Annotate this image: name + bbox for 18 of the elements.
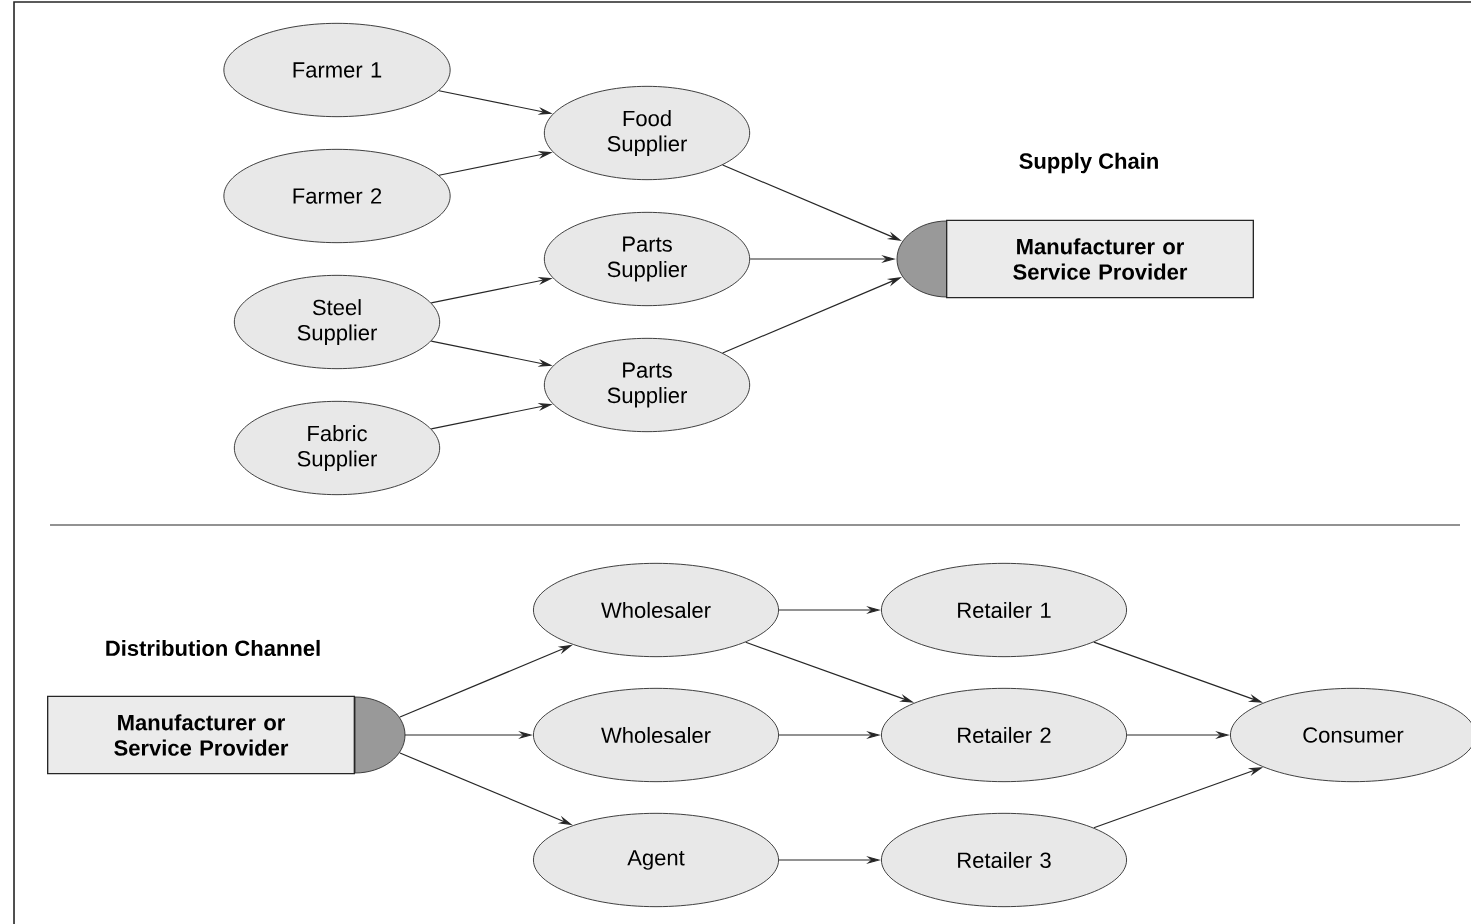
section-title: Distribution Channel [106, 639, 320, 657]
ellipse-node: Wholesaler [532, 562, 780, 658]
ellipse-node: Retailer 1 [880, 562, 1128, 658]
ellipse-node: Parts Supplier [543, 337, 751, 433]
process-box: Manufacturer or Service Provider [47, 695, 406, 775]
ellipse-node: Farmer 1 [223, 22, 451, 118]
ellipse-node: Retailer 3 [880, 812, 1128, 908]
ellipse-node: Fabric Supplier [233, 400, 441, 496]
ellipse-node: Retailer 2 [880, 687, 1128, 783]
ellipse-node: Food Supplier [543, 85, 751, 181]
ellipse-node: Consumer [1229, 687, 1471, 783]
ellipse-node: Parts Supplier [543, 211, 751, 307]
ellipse-node: Wholesaler [532, 687, 780, 783]
ellipse-node: Agent [532, 812, 780, 908]
process-box: Manufacturer or Service Provider [896, 219, 1254, 299]
ellipse-node: Farmer 2 [223, 148, 451, 244]
ellipse-node: Steel Supplier [233, 274, 441, 370]
section-title: Supply Chain [1019, 152, 1158, 174]
